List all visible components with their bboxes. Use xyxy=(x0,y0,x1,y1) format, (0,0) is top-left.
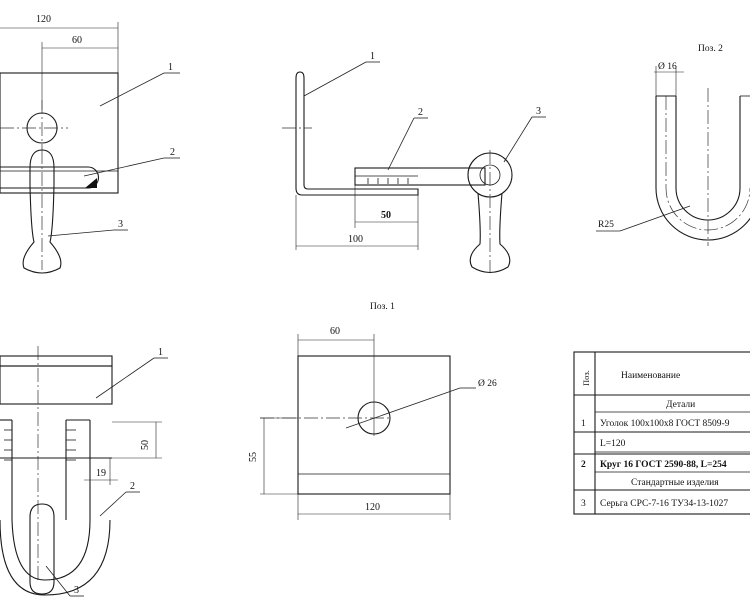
row-pos-1: 1 xyxy=(581,419,586,429)
dim-hole-26: Ø 26 xyxy=(478,379,497,389)
dim-width-60: 60 xyxy=(330,326,340,337)
callout-3: 3 xyxy=(118,219,123,230)
angle-profile xyxy=(295,71,419,196)
u-bar-bottom xyxy=(0,519,111,596)
row-name-1: Уголок 100х100х8 ГОСТ 8509-9 xyxy=(600,419,730,429)
pos1-title: Поз. 1 xyxy=(370,302,395,312)
pos1-view: Поз. 1 60 Ø 26 55 120 xyxy=(248,302,497,520)
dim-width-60: 60 xyxy=(72,35,82,46)
shackle-bottom xyxy=(29,503,55,595)
bottom-left-view: 50 19 1 2 3 xyxy=(0,346,168,597)
shackle-body xyxy=(22,149,62,274)
angle-flange xyxy=(0,355,113,367)
bar-side xyxy=(354,167,486,186)
callout-1: 1 xyxy=(158,347,163,358)
callout-1: 1 xyxy=(168,62,173,73)
dim-width-120: 120 xyxy=(36,14,51,25)
section-details: Детали xyxy=(666,400,695,410)
spec-table: Поз. Наименование Детали 1 Уголок 100х10… xyxy=(573,351,750,515)
plate-outline xyxy=(297,355,451,495)
row-pos-2: 2 xyxy=(581,460,586,470)
dim-plate-50: 50 xyxy=(381,210,391,221)
row-name-1b: L=120 xyxy=(600,439,626,449)
callout-3: 3 xyxy=(74,585,79,596)
front-view-top-left: 120 60 1 2 3 xyxy=(0,14,180,274)
dim-height-55: 55 xyxy=(248,452,259,462)
u-bar-outer xyxy=(655,96,750,241)
dim-gap-19: 19 xyxy=(96,468,106,479)
row-pos-3: 3 xyxy=(581,499,586,509)
callout-1: 1 xyxy=(370,51,375,62)
side-view: 50 100 1 2 3 xyxy=(282,51,546,274)
shackle-body-side xyxy=(469,192,511,274)
callout-2: 2 xyxy=(170,147,175,158)
pos2-title: Поз. 2 xyxy=(698,44,723,54)
row-name-2: Круг 16 ГОСТ 2590-88, L=254 xyxy=(600,460,727,470)
callout-3: 3 xyxy=(536,106,541,117)
pos2-view: Поз. 2 Ø 16 R25 xyxy=(596,44,750,246)
dim-overall-100: 100 xyxy=(348,234,363,245)
dim-width-120: 120 xyxy=(365,502,380,513)
callout-2: 2 xyxy=(130,481,135,492)
col-header-pos: Поз. xyxy=(581,370,591,386)
callout-2: 2 xyxy=(418,107,423,118)
plate-outline xyxy=(0,72,119,194)
section-standard: Стандартные изделия xyxy=(631,478,719,488)
dim-plate-50: 50 xyxy=(140,440,151,450)
angle-leg xyxy=(0,365,113,405)
col-header-name: Наименование xyxy=(621,371,680,381)
row-name-3: Серьга СРС-7-16 ТУ34-13-1027 xyxy=(600,499,728,509)
dim-diameter-16: Ø 16 xyxy=(658,62,677,72)
dim-radius-25: R25 xyxy=(598,220,614,230)
